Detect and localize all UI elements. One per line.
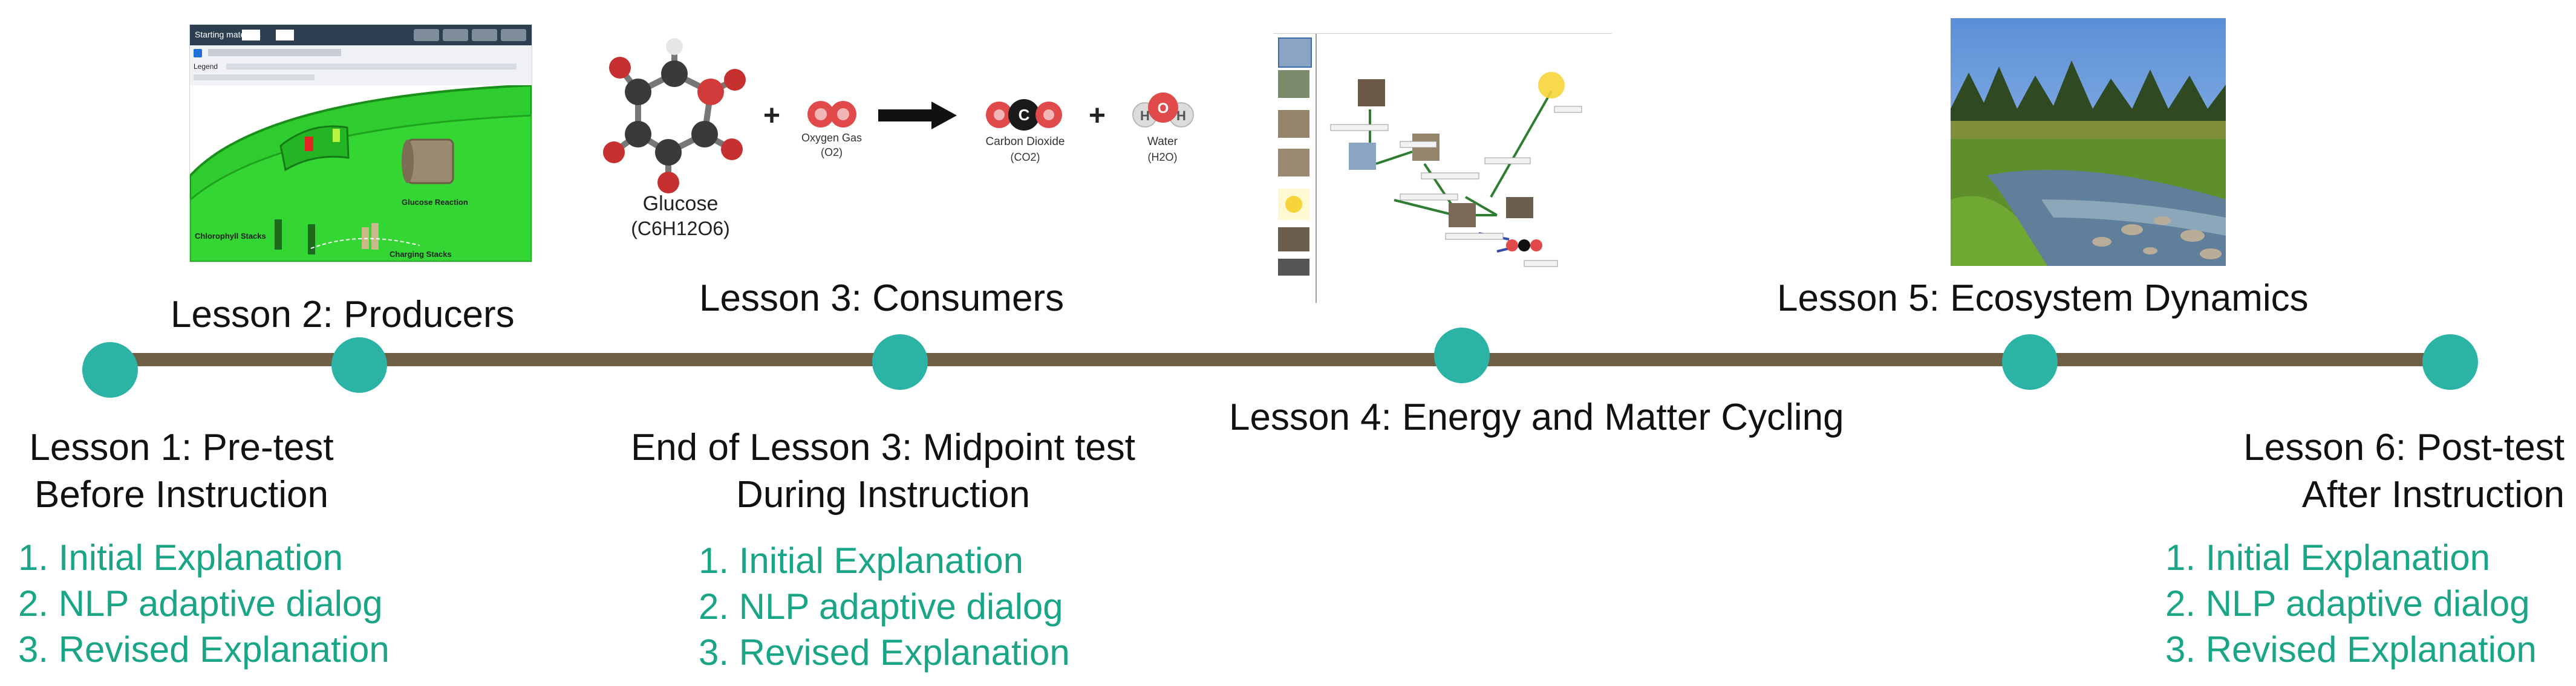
timeline-node-lesson4[interactable] [1434, 328, 1490, 383]
cell-illustration [190, 85, 532, 262]
co2-formula: (CO2) [1010, 151, 1040, 163]
sim-label-chlorophyll: Chlorophyll Stacks [195, 231, 266, 241]
energy-matter-diagram-panel [1273, 33, 1612, 303]
palette-item-6[interactable] [1278, 227, 1309, 251]
lesson6-title: Lesson 6: Post-test After Instruction [2153, 429, 2565, 514]
sim-legend-title: Legend [194, 62, 218, 71]
palette-item-2[interactable] [1278, 70, 1309, 98]
posttest-step-2: 2. NLP adaptive dialog [2165, 583, 2530, 624]
timeline-node-lesson6[interactable] [2422, 334, 2478, 390]
midpoint-title-line1: End of Lesson 3: Midpoint test [630, 427, 1136, 468]
posttest-step-1: 1. Initial Explanation [2165, 537, 2491, 578]
sim-input-b[interactable] [276, 30, 294, 40]
lesson2-title: Lesson 2: Producers [171, 294, 515, 335]
lesson1-title-line1: Lesson 1: Pre-test [29, 427, 334, 468]
lesson1-title: Lesson 1: Pre-test Before Instruction [0, 429, 363, 514]
svg-text:O: O [1158, 100, 1169, 117]
timeline-node-lesson3[interactable] [872, 334, 928, 390]
water-molecule-icon: H H O [1132, 92, 1194, 128]
sim-replay-button[interactable] [472, 29, 497, 41]
sim-start-button[interactable] [414, 29, 439, 41]
palette-sun-icon[interactable] [1278, 189, 1309, 220]
lesson6-title-line1: Lesson 6: Post-test [2243, 427, 2565, 468]
sim-legend-items [226, 63, 517, 70]
midpoint-steps: 1. Initial Explanation 2. NLP adaptive d… [699, 538, 1070, 676]
water-label: Water [1147, 135, 1178, 148]
pretest-step-3: 3. Revised Explanation [18, 629, 390, 670]
posttest-steps: 1. Initial Explanation 2. NLP adaptive d… [2165, 535, 2537, 673]
lesson5-title: Lesson 5: Ecosystem Dynamics [1777, 277, 2309, 319]
lesson3-title: Lesson 3: Consumers [699, 277, 1065, 319]
timeline-node-lesson1[interactable] [82, 342, 138, 398]
palette-item-3[interactable] [1278, 110, 1309, 138]
sim-legend-items-2 [194, 74, 315, 80]
svg-text:H: H [1176, 108, 1186, 123]
palette-item-1[interactable] [1278, 37, 1312, 68]
sim-speed-slider[interactable] [208, 49, 341, 56]
lesson6-title-line2: After Instruction [2301, 474, 2565, 516]
svg-text:H: H [1140, 108, 1150, 123]
lesson1-title-line2: Before Instruction [34, 474, 328, 516]
sim-reset-button[interactable] [501, 29, 526, 41]
ecosystem-photo [1951, 18, 2226, 266]
sim-label-charging: Charging Stacks [390, 250, 452, 259]
glucose-formula: (C6H12O6) [631, 218, 730, 239]
glucose-label: Glucose [642, 192, 719, 215]
pretest-step-2: 2. NLP adaptive dialog [18, 583, 383, 624]
midpoint-title-line2: During Instruction [736, 474, 1030, 516]
lesson3-midpoint-title: End of Lesson 3: Midpoint test During In… [611, 429, 1155, 514]
sim-label-glucose: Glucose Reaction [402, 198, 468, 207]
oxygen-formula: (O2) [821, 146, 843, 158]
midpoint-step-2: 2. NLP adaptive dialog [699, 586, 1063, 627]
timeline-bar [109, 353, 2450, 366]
co2-label: Carbon Dioxide [985, 135, 1065, 148]
oxygen-molecule-icon [807, 101, 856, 128]
sim-input-a[interactable] [242, 30, 260, 40]
palette-item-4[interactable] [1278, 149, 1309, 176]
timeline-node-lesson5[interactable] [2002, 334, 2058, 390]
food-web-graph [1330, 72, 1582, 267]
reaction-arrow-icon [878, 102, 957, 129]
water-formula: (H2O) [1147, 151, 1178, 163]
midpoint-step-1: 1. Initial Explanation [699, 540, 1024, 581]
organism-palette [1273, 34, 1317, 303]
pretest-steps: 1. Initial Explanation 2. NLP adaptive d… [18, 535, 390, 673]
oxygen-label: Oxygen Gas [801, 132, 862, 144]
posttest-step-3: 3. Revised Explanation [2165, 629, 2537, 670]
palette-item-7[interactable] [1278, 259, 1309, 276]
sim-checkbox[interactable] [194, 49, 202, 57]
timeline-node-lesson2[interactable] [331, 337, 387, 393]
sim-pause-button[interactable] [443, 29, 468, 41]
glucose-molecule-icon [603, 38, 746, 193]
producer-sim-panel: Starting materials Legend Glucose Reacti… [189, 24, 532, 262]
midpoint-step-3: 3. Revised Explanation [699, 632, 1070, 673]
lesson4-title: Lesson 4: Energy and Matter Cycling [1229, 396, 1844, 438]
svg-text:C: C [1019, 106, 1030, 124]
carbon-dioxide-molecule-icon: C [986, 99, 1062, 131]
sim-toolbar: Starting materials [190, 25, 532, 45]
plus-sign-1: + [763, 100, 781, 132]
plus-sign-2: + [1089, 100, 1106, 132]
pretest-step-1: 1. Initial Explanation [18, 537, 344, 578]
